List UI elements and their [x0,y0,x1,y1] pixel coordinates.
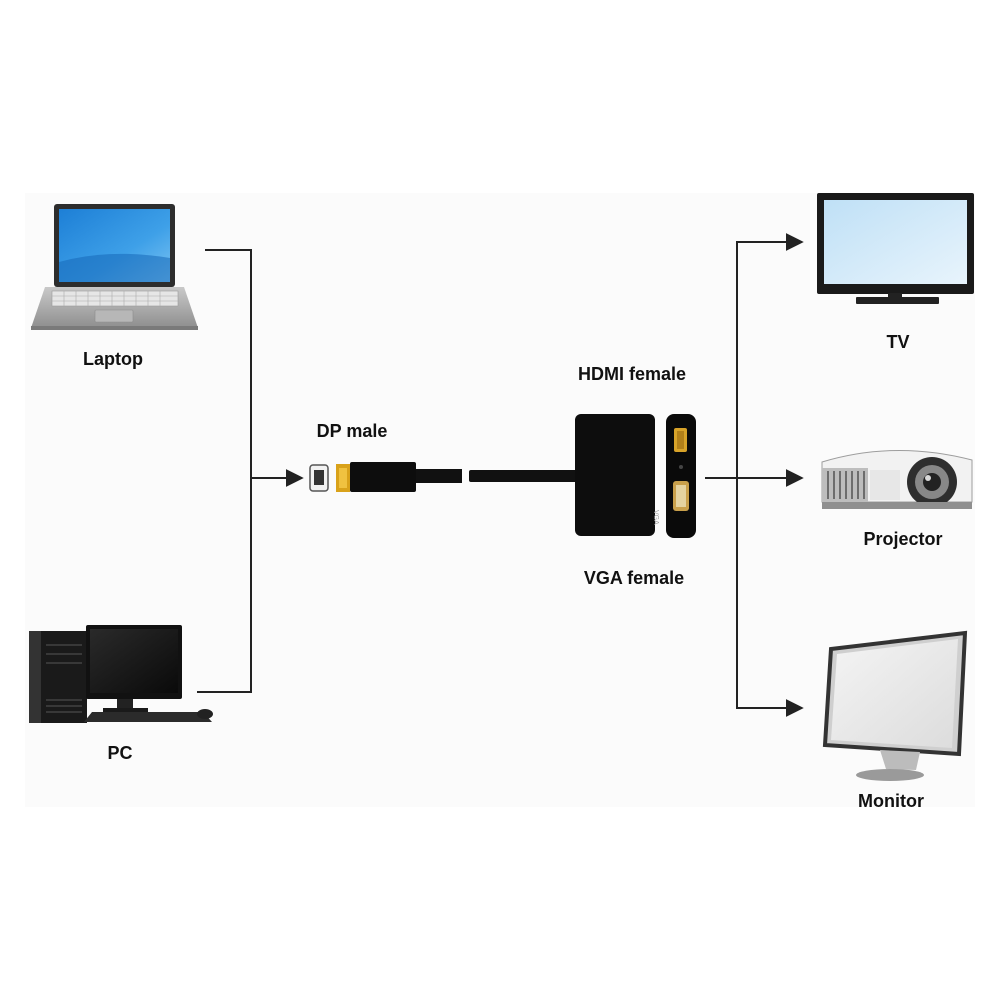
vga-female-label: VGA female [583,568,685,588]
monitor-label: Monitor [858,791,924,811]
dp-male-label: DP male [316,421,388,441]
tv-arrow-line [736,233,804,478]
displayport-connector-icon [309,462,462,492]
laptop-icon [31,204,198,330]
connector-lines [197,233,804,717]
projector-icon [821,449,973,509]
tv-label: TV [886,332,910,352]
pc-line [197,478,252,693]
projector-label: Projector [863,529,943,549]
laptop-label: Laptop [83,349,143,369]
svg-text:VGA: VGA [652,510,659,525]
monitor-icon [822,630,968,781]
adapter-icon: VGA [469,414,696,538]
pc-label: PC [107,743,133,763]
hdmi-port-icon [674,428,687,452]
tv-icon [817,193,974,304]
hdmi-female-label: HDMI female [577,364,687,384]
monitor-arrow-line [736,478,804,717]
laptop-line [205,249,252,478]
desktop-pc-icon [29,625,213,723]
vga-port-icon [673,481,689,511]
